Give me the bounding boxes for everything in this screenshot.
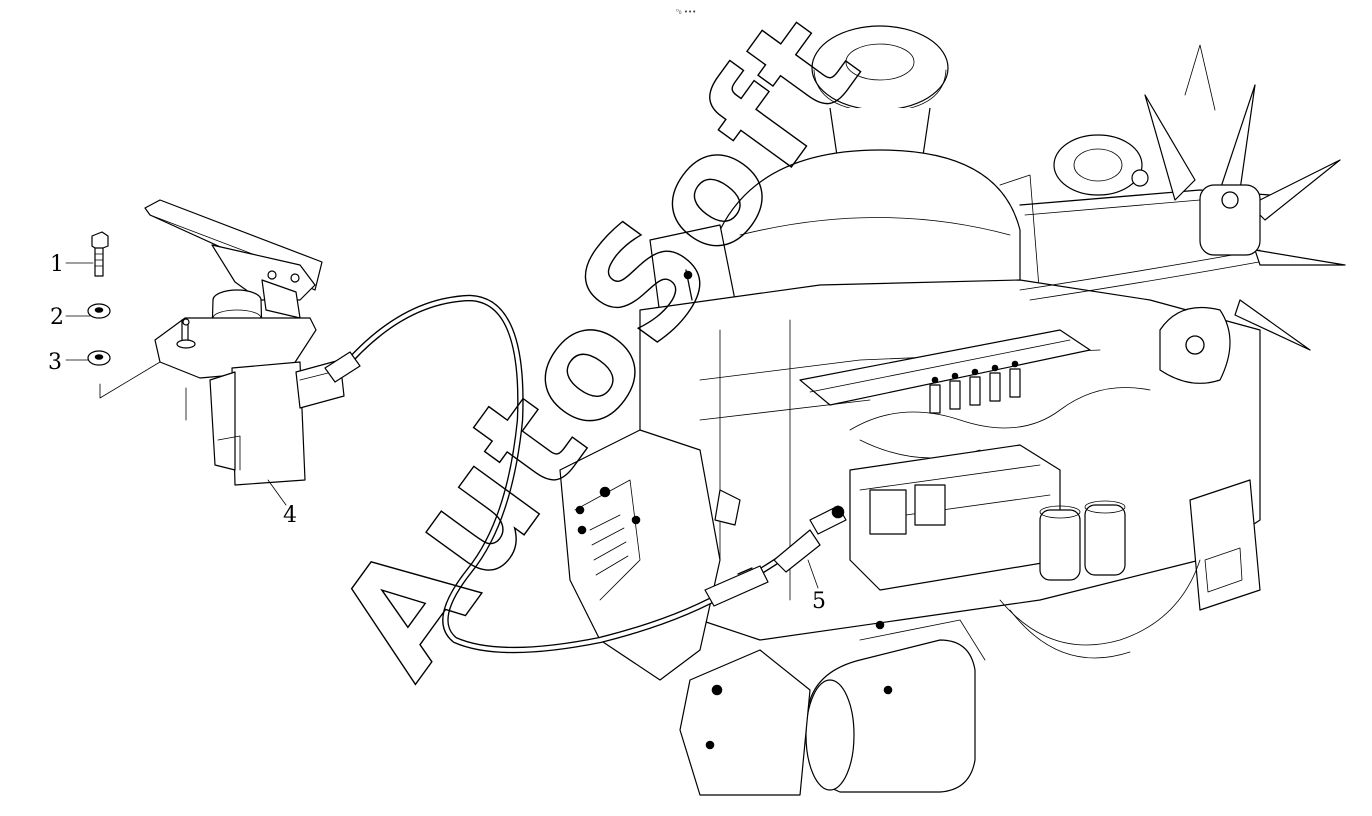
callout-5: 5 (812, 589, 826, 614)
washer-icon (87, 350, 111, 366)
callout-3: 3 (48, 350, 62, 375)
accelerator-pedal-assembly-icon (99, 199, 345, 486)
bolt-icon (91, 231, 109, 277)
callouts: 1 2 3 4 5 (48, 252, 826, 614)
lock-washer-icon (87, 303, 111, 319)
throttle-cable-icon (324, 294, 847, 654)
callout-4: 4 (283, 503, 297, 528)
callout-1: 1 (50, 252, 64, 277)
header-mark: ⁰₀ ••• (676, 8, 696, 16)
callout-2: 2 (50, 305, 64, 330)
